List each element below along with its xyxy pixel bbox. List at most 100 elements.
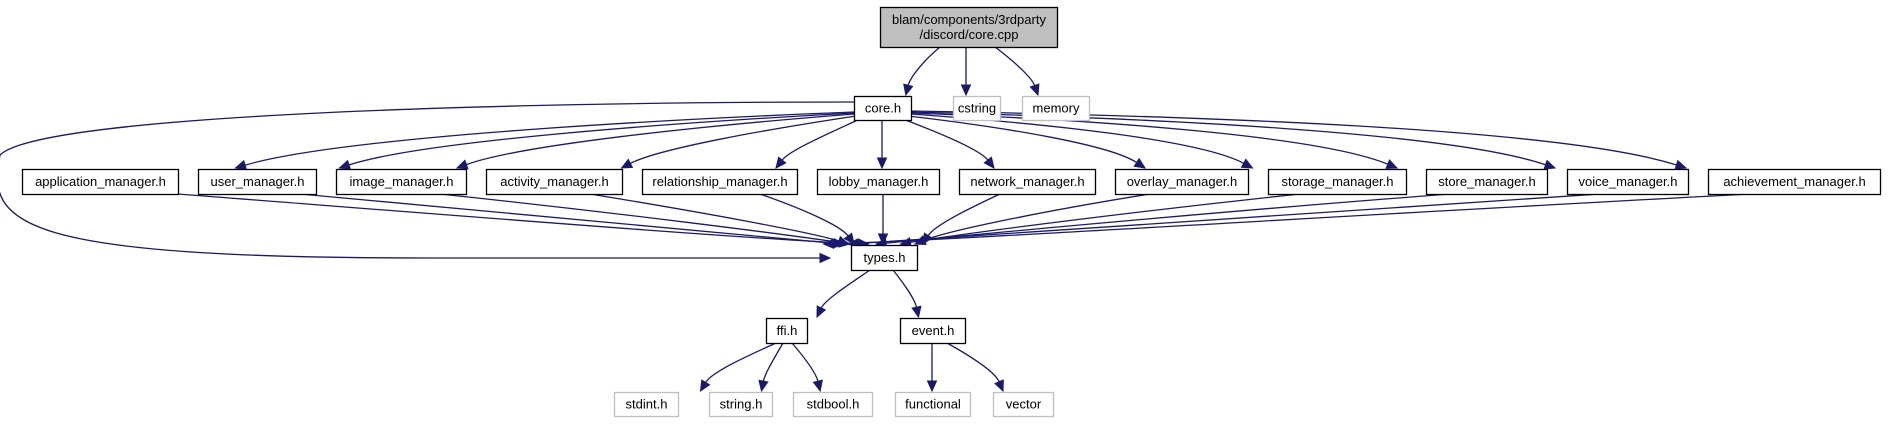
node-box bbox=[816, 168, 941, 196]
node-label: application_manager.h bbox=[35, 174, 166, 189]
node-overlay-manager-h[interactable]: overlay_manager.h bbox=[1114, 168, 1250, 196]
node-label: cstring bbox=[958, 100, 996, 115]
node-box bbox=[958, 168, 1097, 196]
arrow-head-icon bbox=[983, 156, 995, 169]
node-label: functional bbox=[905, 396, 961, 411]
edge-core_h-to-image_manager_h bbox=[455, 113, 855, 170]
node-box bbox=[992, 391, 1055, 418]
edge-line bbox=[892, 269, 918, 308]
edge-types_h-to-event_h bbox=[892, 269, 922, 319]
node-box bbox=[1114, 168, 1250, 196]
arrow-head-icon bbox=[338, 159, 352, 170]
node-box bbox=[485, 168, 624, 196]
edge-line bbox=[439, 193, 840, 244]
arrow-head-icon bbox=[1543, 159, 1557, 170]
node-label: user_manager.h bbox=[211, 174, 305, 189]
edge-line bbox=[833, 193, 1751, 245]
node-relationship-manager-h[interactable]: relationship_manager.h bbox=[641, 168, 799, 196]
node-box bbox=[335, 168, 468, 196]
node-application-manager-h[interactable]: application_manager.h bbox=[21, 168, 180, 196]
node-box bbox=[1707, 168, 1882, 196]
edge-line bbox=[994, 46, 1036, 86]
node-store-manager-h[interactable]: store_manager.h bbox=[1425, 168, 1549, 196]
edge-root-to-memory bbox=[994, 46, 1040, 97]
edge-event_h-to-vector bbox=[946, 342, 1004, 393]
arrow-head-icon bbox=[775, 156, 787, 169]
node-label: vector bbox=[1006, 396, 1042, 411]
node-box bbox=[641, 168, 799, 196]
edge-achievement_manager_h-to-types_h bbox=[822, 193, 1751, 249]
node-label: event.h bbox=[912, 323, 955, 338]
node-label: stdint.h bbox=[626, 396, 668, 411]
node-box bbox=[1267, 168, 1408, 196]
node-event-h[interactable]: event.h bbox=[899, 317, 967, 345]
node-box bbox=[1425, 168, 1549, 196]
edge-ffi_h-to-stdbool_h bbox=[791, 342, 823, 393]
edge-line bbox=[910, 111, 1546, 166]
edge-line bbox=[762, 342, 784, 382]
node-activity-manager-h[interactable]: activity_manager.h bbox=[485, 168, 624, 196]
edge-core_h-to-relationship_manager_h bbox=[775, 117, 863, 169]
node-box bbox=[952, 95, 1002, 122]
edge-line bbox=[791, 342, 819, 382]
edge-ffi_h-to-stdint_h bbox=[699, 342, 777, 393]
node-label: /discord/core.cpp bbox=[920, 27, 1019, 42]
node-core-h[interactable]: core.h bbox=[853, 95, 913, 122]
node-box bbox=[853, 95, 913, 122]
edge-lobby_manager_h-to-types_h bbox=[877, 194, 889, 246]
node-lobby-manager-h[interactable]: lobby_manager.h bbox=[816, 168, 941, 196]
edge-core_h-to-voice_manager_h bbox=[910, 111, 1557, 170]
edge-line bbox=[907, 115, 1137, 164]
edge-core_h-to-user_manager_h bbox=[338, 112, 855, 170]
edge-line bbox=[466, 113, 855, 166]
arrow-head-icon bbox=[758, 379, 769, 393]
node-label: string.h bbox=[720, 396, 763, 411]
edge-root-to-core_h bbox=[903, 46, 941, 97]
node-root[interactable]: blam/components/3rdparty/discord/core.cp… bbox=[879, 6, 1059, 49]
node-label: network_manager.h bbox=[970, 174, 1084, 189]
edge-line bbox=[924, 193, 1151, 241]
edge-core_h-to-types_h bbox=[0, 101, 855, 264]
node-label: ffi.h bbox=[777, 323, 798, 338]
node-box bbox=[850, 244, 919, 272]
node-network-manager-h[interactable]: network_manager.h bbox=[958, 168, 1097, 196]
arrow-head-icon bbox=[876, 157, 888, 170]
arrow-head-icon bbox=[699, 379, 711, 393]
node-voice-manager-h[interactable]: voice_manager.h bbox=[1566, 168, 1690, 196]
node-label: relationship_manager.h bbox=[652, 174, 787, 189]
node-box bbox=[899, 317, 967, 345]
node-box bbox=[765, 317, 809, 345]
edge-line bbox=[0, 101, 855, 259]
arrow-head-icon bbox=[822, 238, 835, 249]
node-storage-manager-h[interactable]: storage_manager.h bbox=[1267, 168, 1408, 196]
node-memory: memory bbox=[1021, 95, 1091, 122]
edge-types_h-to-ffi_h bbox=[816, 269, 871, 319]
edge-line bbox=[244, 111, 855, 166]
arrow-head-icon bbox=[926, 380, 938, 393]
node-label: memory bbox=[1033, 100, 1080, 115]
node-vector: vector bbox=[992, 391, 1055, 418]
arrow-head-icon bbox=[960, 84, 972, 97]
node-label: blam/components/3rdparty bbox=[892, 12, 1046, 27]
node-user-manager-h[interactable]: user_manager.h bbox=[197, 168, 318, 196]
node-achievement-manager-h[interactable]: achievement_manager.h bbox=[1707, 168, 1882, 196]
node-box bbox=[708, 391, 774, 418]
node-box bbox=[613, 391, 680, 418]
edge-root-to-cstring bbox=[960, 46, 972, 97]
node-label: image_manager.h bbox=[349, 174, 453, 189]
arrow-head-icon bbox=[843, 232, 855, 245]
edge-line bbox=[907, 46, 941, 86]
node-types-h[interactable]: types.h bbox=[850, 244, 919, 272]
edge-relationship_manager_h-to-types_h bbox=[759, 193, 855, 245]
edge-core_h-to-overlay_manager_h bbox=[907, 115, 1147, 169]
node-ffi-h[interactable]: ffi.h bbox=[765, 317, 809, 345]
edge-core_h-to-lobby_manager_h bbox=[876, 120, 888, 170]
arrow-head-icon bbox=[1674, 159, 1688, 170]
node-image-manager-h[interactable]: image_manager.h bbox=[335, 168, 468, 196]
node-label: storage_manager.h bbox=[1281, 174, 1393, 189]
node-stdbool-h: stdbool.h bbox=[792, 391, 874, 418]
node-string-h: string.h bbox=[708, 391, 774, 418]
node-label: store_manager.h bbox=[1438, 174, 1536, 189]
arrow-head-icon bbox=[816, 305, 827, 319]
edge-ffi_h-to-string_h bbox=[758, 342, 784, 393]
